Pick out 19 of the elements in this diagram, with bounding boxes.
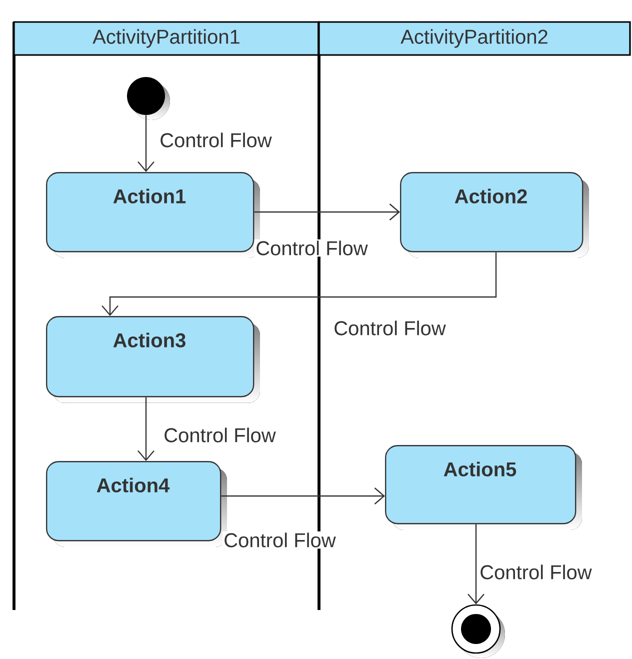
edge-label: Control Flow (162, 426, 278, 444)
lane-header: ActivityPartition1 (13, 21, 320, 56)
arrow (138, 397, 154, 461)
initial-node (127, 77, 170, 120)
edge-label: Control Flow (254, 239, 370, 257)
arrow (221, 488, 385, 504)
arrow (468, 524, 484, 604)
action-box: Action3 (46, 316, 260, 403)
arrow (254, 204, 400, 220)
edge-label: Control Flow (158, 131, 274, 149)
action-box: Action5 (385, 445, 582, 530)
action-box: Action2 (400, 172, 589, 258)
edge-label: Control Flow (222, 531, 338, 549)
final-node (451, 604, 505, 658)
arrow (138, 115, 154, 172)
edge-label: Control Flow (332, 319, 448, 337)
edge-label: Control Flow (478, 563, 594, 581)
lane-header: ActivityPartition2 (318, 21, 631, 56)
arrow (102, 252, 497, 316)
